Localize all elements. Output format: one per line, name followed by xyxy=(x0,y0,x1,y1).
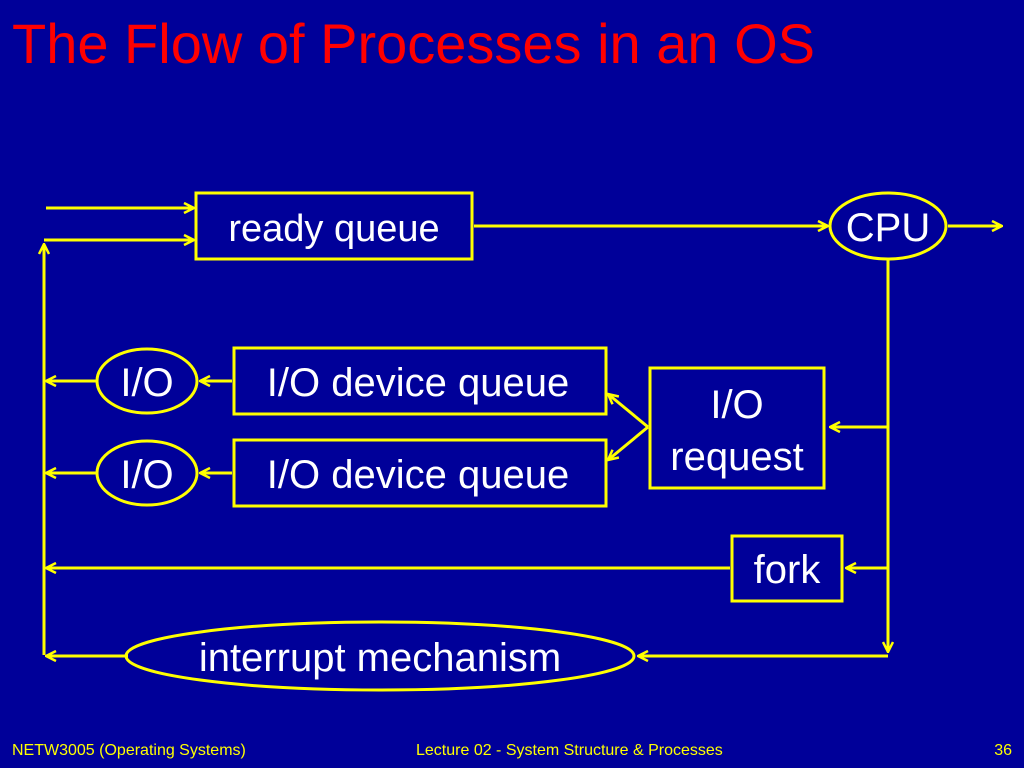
ready-queue-box xyxy=(194,191,474,261)
io-request-label-line1: I/O xyxy=(710,383,763,427)
cpu-ellipse xyxy=(828,191,948,261)
cpu-label: CPU xyxy=(846,206,930,250)
io-device-queue-box-1 xyxy=(232,346,608,416)
interrupt-mechanism-label: interrupt mechanism xyxy=(199,636,561,680)
io-device-queue-label-2: I/O device queue xyxy=(267,453,569,497)
io-ellipse-2 xyxy=(95,439,199,507)
io-request-box xyxy=(648,366,826,490)
io-label-2: I/O xyxy=(120,453,173,497)
footer-page-number: 36 xyxy=(994,742,1012,759)
interrupt-mechanism-ellipse xyxy=(124,620,636,692)
io-device-queue-label-1: I/O device queue xyxy=(267,361,569,405)
io-label-1: I/O xyxy=(120,361,173,405)
slide-title: The Flow of Processes in an OS xyxy=(12,12,816,75)
footer-lecture: Lecture 02 - System Structure & Processe… xyxy=(416,742,723,759)
request-to-queue1-arrow xyxy=(608,394,649,429)
ready-queue-label: ready queue xyxy=(228,208,439,250)
fork-label: fork xyxy=(754,548,822,592)
io-request-label-line2: request xyxy=(670,435,803,479)
io-device-queue-box-2 xyxy=(232,438,608,508)
request-to-queue2-arrow xyxy=(608,425,649,460)
footer-course: NETW3005 (Operating Systems) xyxy=(12,742,246,759)
io-ellipse-1 xyxy=(95,347,199,415)
fork-box xyxy=(730,534,844,603)
